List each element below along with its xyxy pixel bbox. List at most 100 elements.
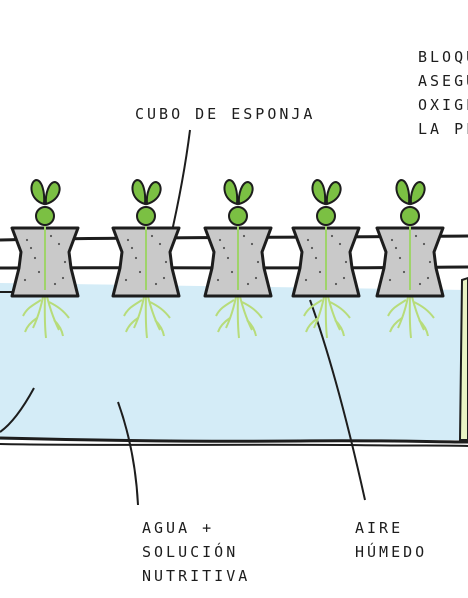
root-strand [387, 299, 407, 317]
sponge-speckle [126, 238, 130, 242]
sponge-speckle [414, 234, 418, 238]
sponge-speckle [138, 270, 142, 274]
sponge-speckle [344, 260, 348, 264]
sponge-speckle [334, 282, 338, 286]
root-strand [154, 319, 165, 337]
pointer-agua [117, 401, 139, 506]
root-strand [241, 301, 263, 319]
sponge-speckle [314, 256, 318, 260]
side-container [458, 276, 468, 441]
sponge-speckle [338, 242, 342, 246]
sponge-speckle [164, 260, 168, 264]
plant-4 [291, 178, 361, 339]
tank-bottom-line-2 [0, 443, 468, 447]
top-right-label: BLOQU ASEGU OXIGE LA PL [418, 45, 468, 141]
seedling-bulb [316, 206, 336, 226]
root-strand [217, 317, 231, 333]
sponge-speckle [388, 278, 392, 282]
root-strand [24, 317, 38, 333]
sponge-speckle [254, 276, 258, 280]
sponge-speckle [398, 256, 402, 260]
root-strand [48, 301, 70, 319]
sponge-speckle [154, 282, 158, 286]
leaf [131, 178, 147, 206]
sponge-speckle [330, 234, 334, 238]
sponge-speckle [318, 270, 322, 274]
aire-line-2: HÚMEDO [355, 543, 428, 561]
root-strand [22, 299, 42, 317]
pointer-cubo [169, 129, 191, 241]
seedling-bulb [228, 206, 248, 226]
root-strand [53, 319, 64, 337]
sponge-speckle [250, 242, 254, 246]
sponge-speckle [49, 234, 53, 238]
sponge-speckle [29, 246, 33, 250]
top-right-line-1: BLOQU [418, 48, 468, 66]
sponge-speckle [216, 278, 220, 282]
sponge-speckle [57, 242, 61, 246]
root-strand [123, 299, 143, 317]
top-right-line-2: ASEGU [418, 72, 468, 90]
leaf [409, 180, 426, 206]
nutrient-water [0, 283, 468, 440]
plant-2 [111, 178, 181, 339]
sponge-speckle [422, 242, 426, 246]
seedling-bulb [136, 206, 156, 226]
leaf [325, 180, 342, 206]
sponge-speckle [130, 246, 134, 250]
root-strand [334, 319, 345, 337]
root-strand [329, 301, 351, 319]
root-strand [125, 317, 139, 333]
agua-line-1: AGUA + [142, 519, 215, 537]
root-strand [303, 299, 323, 317]
aire-line-1: AIRE [355, 519, 404, 537]
sponge-speckle [23, 278, 27, 282]
leaf [223, 178, 239, 206]
sponge-speckle [246, 282, 250, 286]
sponge-speckle [394, 246, 398, 250]
plant-1 [10, 178, 80, 339]
sponge-speckle [150, 234, 154, 238]
leaf [311, 178, 327, 206]
leaf [145, 180, 162, 206]
agua-line-2: SOLUCIÓN [142, 543, 239, 561]
root-strand [389, 317, 403, 333]
sponge-speckle [37, 270, 41, 274]
water-solution-label: AGUA + SOLUCIÓN NUTRITIVA [142, 516, 250, 588]
root-strand [215, 299, 235, 317]
sponge-speckle [25, 238, 29, 242]
tank-bottom-line [0, 436, 468, 444]
sponge-speckle [134, 256, 138, 260]
sponge-speckle [256, 260, 260, 264]
root-strand [149, 301, 171, 319]
plant-3 [203, 178, 273, 339]
leaf [30, 178, 46, 206]
sponge-speckle [310, 246, 314, 250]
agua-line-3: NUTRITIVA [142, 567, 251, 585]
root-strand [246, 319, 257, 337]
sponge-speckle [428, 260, 432, 264]
sponge-speckle [418, 282, 422, 286]
sponge-speckle [33, 256, 37, 260]
sponge-speckle [426, 276, 430, 280]
sponge-speckle [226, 256, 230, 260]
seedling-bulb [400, 206, 420, 226]
seedling-bulb [35, 206, 55, 226]
sponge-speckle [242, 234, 246, 238]
sponge-speckle [390, 238, 394, 242]
sponge-speckle [402, 270, 406, 274]
root-strand [305, 317, 319, 333]
root-strand [413, 301, 435, 319]
sponge-speckle [306, 238, 310, 242]
sponge-speckle [63, 260, 67, 264]
sponge-speckle [158, 242, 162, 246]
sponge-speckle [342, 276, 346, 280]
sponge-speckle [304, 278, 308, 282]
plant-5 [375, 178, 445, 339]
sponge-cube-label: CUBO DE ESPONJA [135, 105, 316, 123]
leaf [44, 180, 61, 206]
leaf [395, 178, 411, 206]
leaf [237, 180, 254, 206]
sponge-speckle [53, 282, 57, 286]
